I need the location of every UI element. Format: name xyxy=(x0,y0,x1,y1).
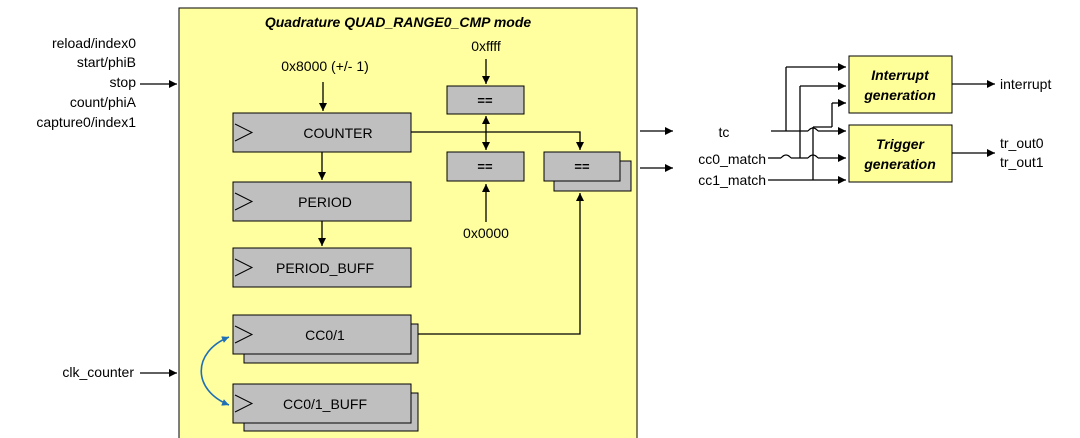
output-interrupt: interrupt xyxy=(1000,76,1051,92)
input-stop: stop xyxy=(110,74,137,90)
counter-label: COUNTER xyxy=(303,125,372,141)
trigger-block-line2: generation xyxy=(863,156,936,172)
module-title: Quadrature QUAD_RANGE0_CMP mode xyxy=(265,14,532,30)
module-box xyxy=(178,7,638,438)
signal-cc0-match: cc0_match xyxy=(698,151,766,167)
interrupt-generation-block: Interrupt generation xyxy=(848,55,953,114)
cc-label: CC0/1 xyxy=(305,327,345,343)
comparator-cc: == xyxy=(543,151,632,192)
trigger-generation-block: Trigger generation xyxy=(848,124,953,183)
cc-to-cmp-wire xyxy=(418,193,584,335)
output-tr-out1: tr_out1 xyxy=(1000,154,1044,170)
period-label: PERIOD xyxy=(298,194,352,210)
signal-cc1-match: cc1_match xyxy=(698,172,766,188)
period-buff-register: PERIOD_BUFF xyxy=(232,247,412,288)
input-start: start/phiB xyxy=(77,54,136,70)
tc-routing xyxy=(771,63,846,135)
comparator-bottom-label: == xyxy=(477,159,493,174)
const-init: 0x8000 (+/- 1) xyxy=(281,58,369,74)
cc-buff-register: CC0/1_BUFF xyxy=(232,383,419,432)
trigger-block-line1: Trigger xyxy=(876,136,926,152)
input-capture: capture0/index1 xyxy=(36,114,136,130)
comparator-bottom: == xyxy=(446,151,525,182)
comparator-top-label: == xyxy=(477,93,493,108)
interrupt-block-line2: generation xyxy=(863,87,936,103)
comparator-cc-label: == xyxy=(574,159,590,174)
input-count: count/phiA xyxy=(70,94,137,110)
cc1-match-routing xyxy=(768,99,846,184)
const-max: 0xffff xyxy=(471,38,501,54)
comparator-top: == xyxy=(446,85,525,115)
const-zero: 0x0000 xyxy=(463,225,509,241)
interrupt-block-line1: Interrupt xyxy=(871,67,930,83)
period-buff-label: PERIOD_BUFF xyxy=(276,260,374,276)
output-tr-out0: tr_out0 xyxy=(1000,135,1044,151)
cc-register: CC0/1 xyxy=(232,314,419,364)
counter-out-wire xyxy=(411,131,584,150)
period-register: PERIOD xyxy=(232,181,412,222)
cc-buff-label: CC0/1_BUFF xyxy=(283,396,367,412)
counter-register: COUNTER xyxy=(232,112,412,153)
cc0-match-routing xyxy=(768,82,846,162)
cc-swap-arrow xyxy=(200,336,230,406)
input-clk: clk_counter xyxy=(62,364,134,380)
signal-tc: tc xyxy=(719,124,730,140)
input-reload: reload/index0 xyxy=(52,35,136,51)
